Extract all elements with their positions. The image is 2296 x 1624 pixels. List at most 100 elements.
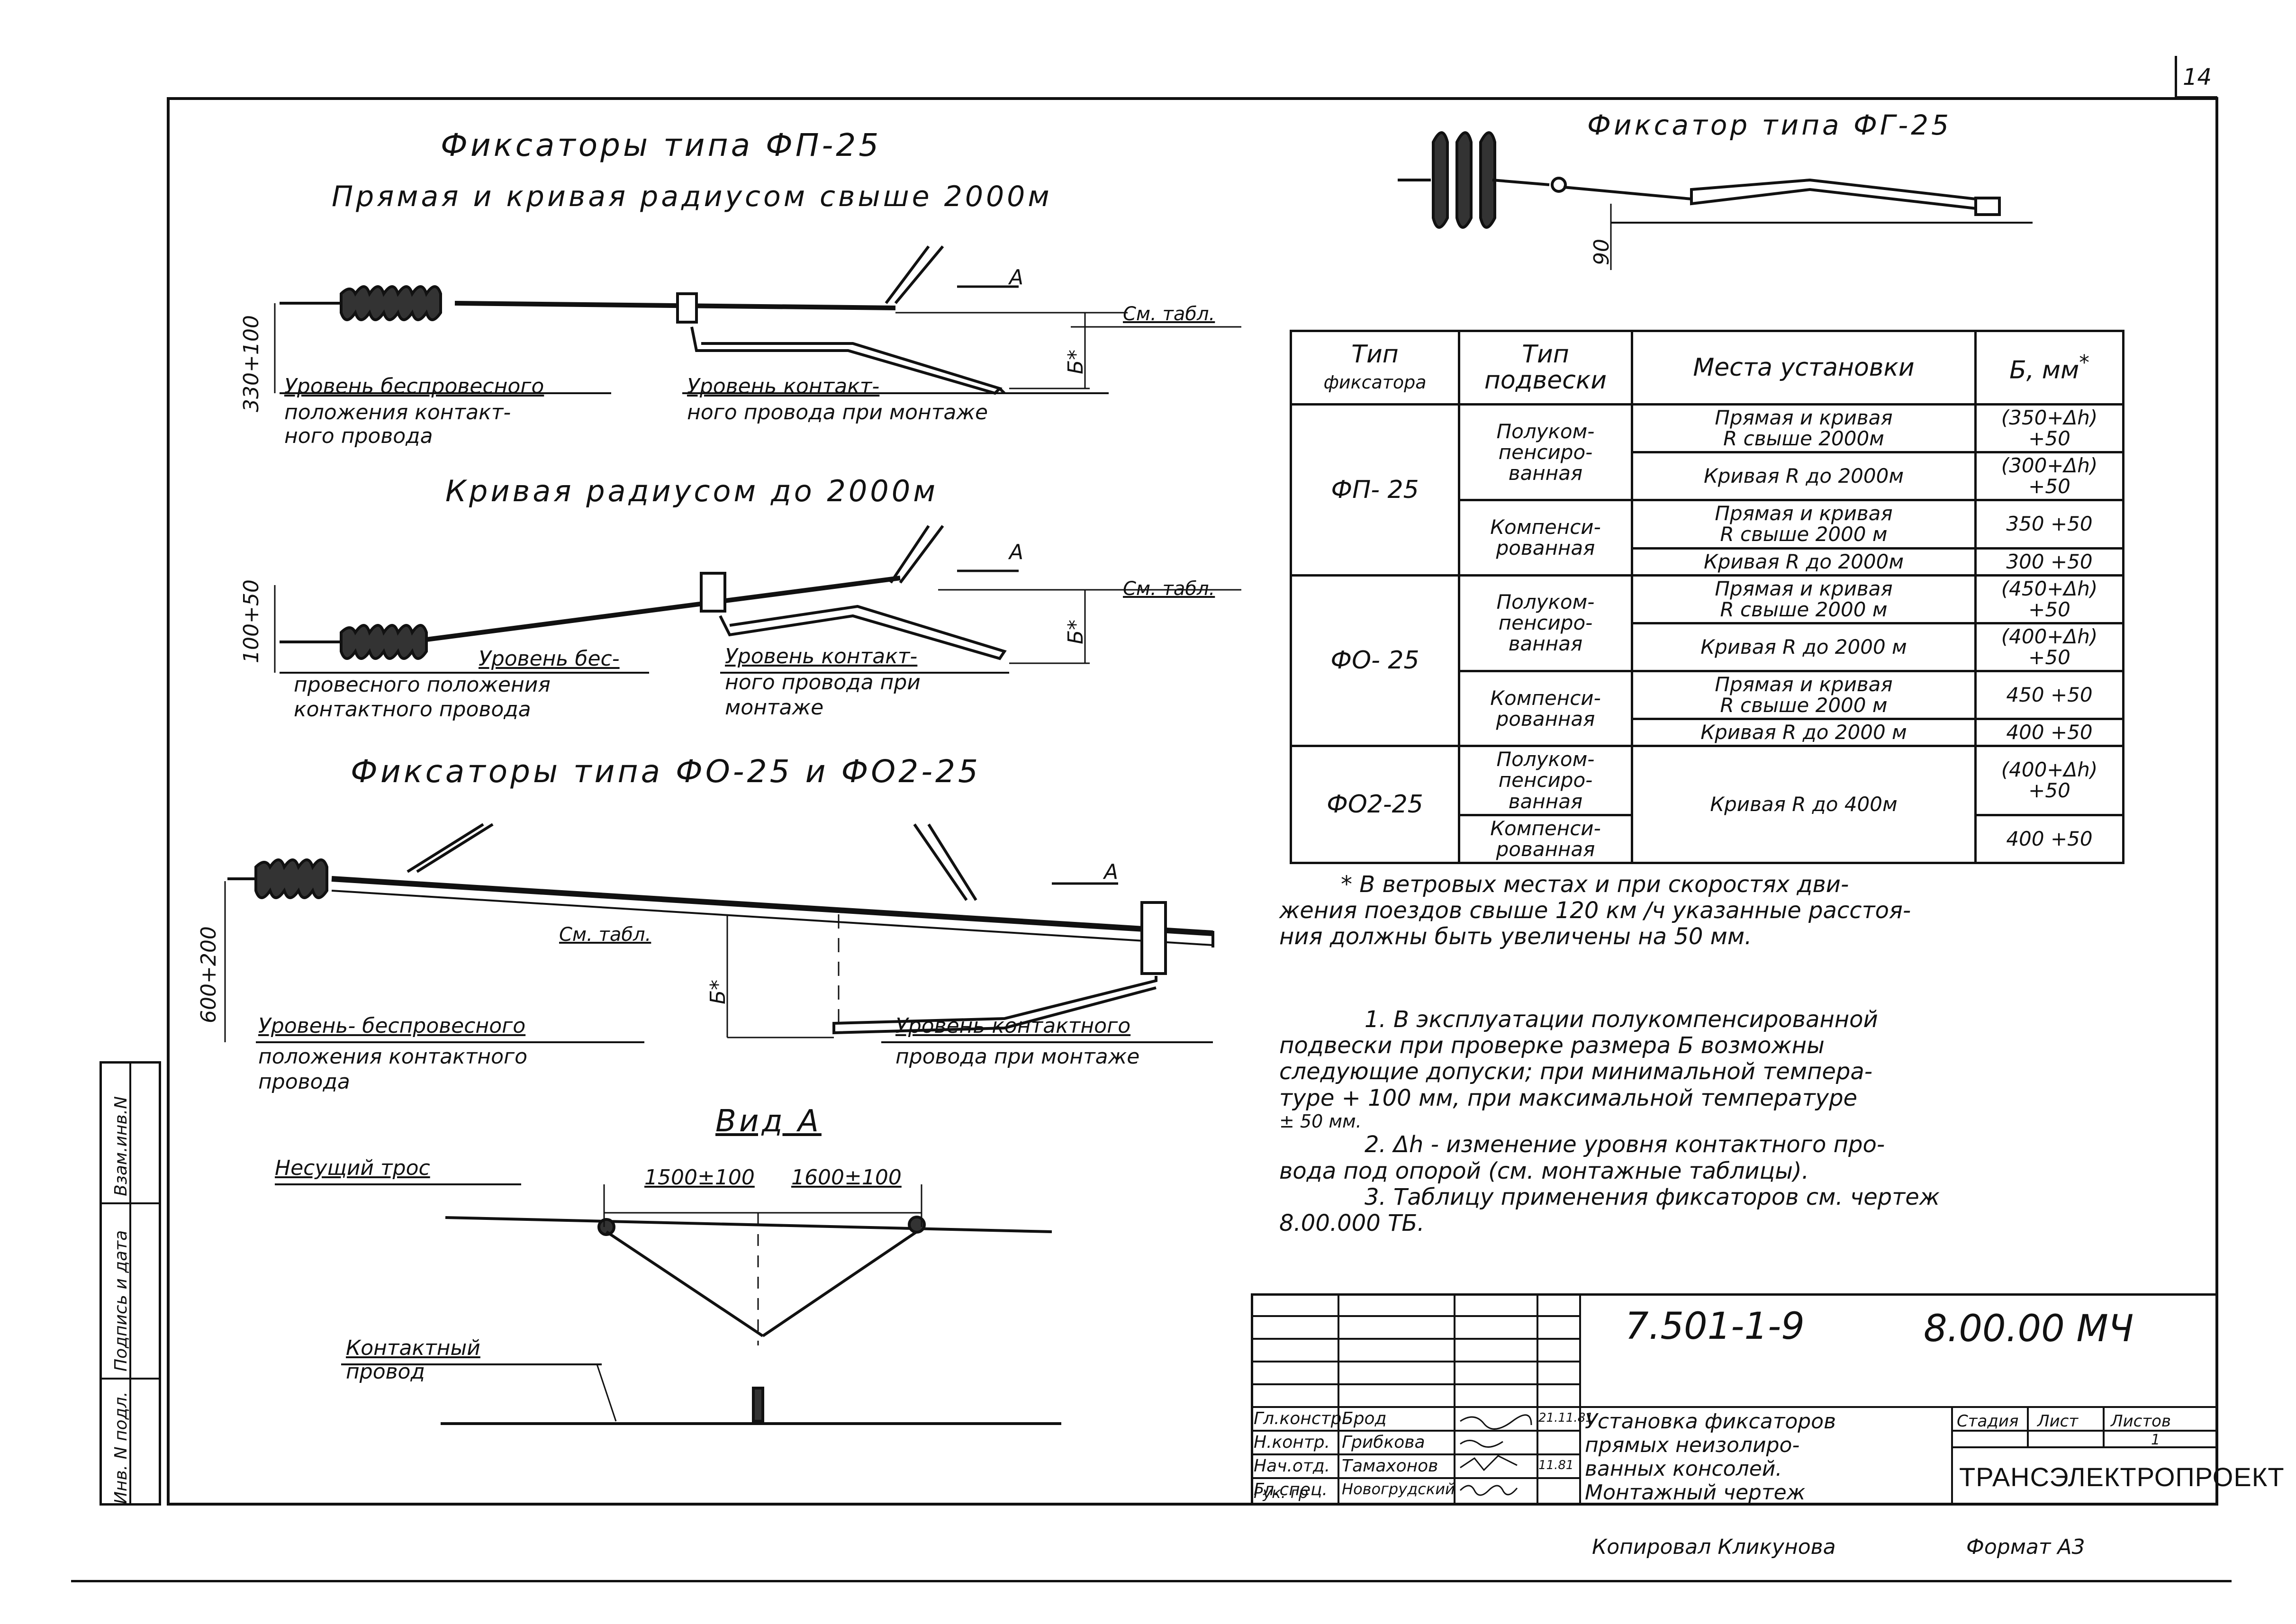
place-2: Кривая R до 2000м [1631, 451, 1977, 502]
d1-label-a: А [1009, 265, 1024, 289]
role-4: Рук. гр [1254, 1484, 1309, 1502]
view-a-carrier: Несущий трос [275, 1156, 430, 1180]
d1-level-left-3: ного провода [284, 424, 433, 448]
sheets-label: Листов [2111, 1412, 2171, 1431]
place-4: Кривая R до 2000м [1631, 547, 1977, 577]
note-line: подвески при проверке размера Б возможны [1279, 1032, 1825, 1059]
view-a-title: Вид А [715, 1104, 822, 1139]
b-10: 400 +50 [1974, 813, 2124, 864]
d2-label-a: А [1009, 540, 1024, 564]
d3-level-right-2: провода при монтаже [895, 1045, 1140, 1069]
title-block [1251, 1293, 2218, 1506]
footnote-line: жения поездов свыше 120 км /ч указанные … [1279, 897, 1911, 924]
row-fp25: ФП- 25 [1290, 403, 1460, 577]
doc-code-1: 7.501-1-9 [1625, 1305, 1805, 1348]
b-7: 450 +50 [1974, 670, 2124, 721]
footnote: * В ветровых местах и при скоростях дви-… [1279, 871, 2203, 950]
name-1: Грибкова [1342, 1433, 1425, 1452]
signatures [1459, 1414, 1532, 1496]
stage-label: Стадия [1957, 1412, 2019, 1431]
view-a-contact-1: Контактный [346, 1336, 480, 1360]
d3-dim-b: Б* [706, 979, 730, 1004]
footnote-line: * В ветровых местах и при скоростях дви- [1341, 871, 1849, 898]
drawing-fp25-straight [274, 245, 1241, 395]
d3-level-right-1: Уровень контактного [895, 1014, 1131, 1038]
view-a-dim-left: 1500±100 [644, 1165, 755, 1190]
d1-level-right-1: Уровень контакт- [687, 374, 880, 398]
sheet-label: Лист [2037, 1412, 2079, 1431]
b-4: 300 +50 [1974, 547, 2124, 577]
note-line: 2. Δh - изменение уровня контактного про… [1365, 1131, 1885, 1158]
view-a-dim-right: 1600±100 [791, 1165, 902, 1190]
d1-dim-vertical: 330+100 [239, 315, 263, 412]
d2-dim-vertical: 100+50 [239, 579, 263, 663]
note-line: 3. Таблицу применения фиксаторов см. чер… [1365, 1183, 1940, 1210]
fg25-title: Фиксатор типа ФГ-25 [1587, 109, 1952, 141]
notes: 1. В эксплуатации полукомпенсированной п… [1279, 1006, 2203, 1236]
d1-see-table: См. табл. [1123, 303, 1215, 325]
bottom-rule [71, 1580, 2232, 1582]
fp25-comp: Компенси-рованная [1458, 499, 1633, 577]
fo25-semi: Полуком-пенсиро-ванная [1458, 574, 1633, 673]
d3-level-left-3: провода [258, 1070, 350, 1094]
b-1: (350+Δh) +50 [1974, 403, 2124, 454]
d2-see-table: См. табл. [1123, 578, 1215, 600]
b-2: (300+Δh) +50 [1974, 451, 2124, 502]
b-6: (400+Δh) +50 [1974, 622, 2124, 673]
title-block-grid [1251, 1293, 2218, 1506]
name-3: Новогрудский [1342, 1480, 1455, 1498]
place-8: Кривая R до 2000 м [1631, 718, 1977, 748]
fg25-dim: 90 [1590, 239, 1614, 265]
date-2: 11.81 [1538, 1458, 1574, 1472]
d1-level-left-1: Уровень беспровесного [284, 374, 544, 398]
drawing-frame [167, 97, 2218, 1506]
fo25-comp: Компенси-рованная [1458, 670, 1633, 748]
fp25-subtitle: Прямая и кривая радиусом свыше 2000м [332, 180, 1052, 213]
d2-level-right-3: монтаже [725, 695, 824, 720]
drawing-view-a [275, 1183, 1061, 1425]
d2-level-right-2: ного провода при [725, 670, 921, 695]
row-fo225: ФО2-25 [1290, 745, 1460, 864]
name-2: Тамахонов [1342, 1456, 1438, 1476]
fo25-title: Фиксаторы типа ФО-25 и ФО2-25 [351, 753, 981, 790]
name-0: Брод [1342, 1409, 1387, 1428]
copied-by: Копировал Кликунова [1592, 1535, 1836, 1559]
place-6: Кривая R до 2000 м [1631, 622, 1977, 673]
b-3: 350 +50 [1974, 499, 2124, 550]
d2-level-left-2: провесного положения [294, 673, 551, 697]
d1-level-left-2: положения контакт- [284, 400, 511, 424]
footnote-line: ния должны быть увеличены на 50 мм. [1279, 923, 1752, 950]
desc-3: ванных консолей. [1585, 1457, 1782, 1481]
sheets-value: 1 [2151, 1432, 2160, 1448]
note-line: вода под опорой (см. монтажные таблицы). [1279, 1157, 1809, 1184]
b-8: 400 +50 [1974, 718, 2124, 748]
role-0: Гл.констр. [1254, 1409, 1347, 1428]
d3-level-left-2: положения контактного [258, 1045, 528, 1069]
role-1: Н.контр. [1254, 1433, 1330, 1452]
d3-label-a: А [1104, 860, 1119, 884]
drawing-fp25-curve [274, 525, 1241, 674]
d3-dim-vertical: 600+200 [197, 926, 221, 1023]
b-5: (450+Δh) +50 [1974, 574, 2124, 624]
d1-level-right-2: ного провода при монтаже [687, 400, 988, 424]
side-stamp-grid [99, 1061, 161, 1506]
note-line: туре + 100 мм, при максимальной температ… [1279, 1084, 1858, 1111]
row-fo25: ФО- 25 [1290, 574, 1460, 748]
d2-level-right-1: Уровень контакт- [725, 644, 918, 668]
b-9: (400+Δh) +50 [1974, 745, 2124, 816]
fp25-title: Фиксаторы типа ФП-25 [441, 127, 882, 163]
d3-see-table: См. табл. [559, 924, 651, 946]
doc-code-2: 8.00.00 МЧ [1924, 1308, 2134, 1350]
drawing-fg25 [1398, 131, 2033, 270]
d2-dim-b: Б* [1064, 619, 1088, 644]
sheet-number: 14 [2175, 56, 2217, 99]
role-2: Нач.отд. [1254, 1456, 1330, 1476]
